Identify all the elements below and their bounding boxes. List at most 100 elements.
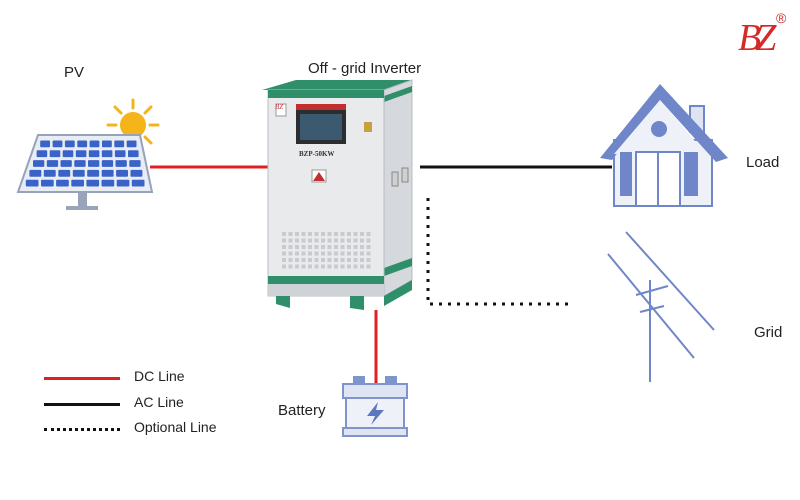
pv-cell [40, 140, 50, 148]
vent-slot [327, 245, 332, 249]
pv-cell [131, 179, 145, 187]
battery-icon [342, 376, 408, 437]
vent-slot [327, 258, 332, 262]
pv-cell [126, 140, 137, 148]
pv-cell [36, 150, 48, 158]
pv-cell [102, 140, 112, 148]
vent-slot [295, 232, 299, 236]
vent-slot [282, 238, 286, 243]
vent-slot [360, 258, 364, 262]
vent-slot [366, 251, 371, 256]
legend-item-optional: Optional Line [44, 419, 264, 439]
pv-cell [88, 150, 100, 158]
pv-cell [101, 160, 114, 167]
ac-line-swatch [44, 403, 120, 406]
vent-slot [360, 264, 364, 269]
registered-mark: ® [776, 10, 787, 26]
vent-slot [288, 232, 293, 236]
pv-cell [43, 169, 56, 177]
pv-cell [101, 150, 113, 158]
vent-slot [308, 232, 312, 236]
pv-cell [77, 140, 88, 148]
battery-label: Battery [278, 402, 326, 419]
vent-slot [295, 245, 299, 249]
vent-slot [314, 245, 319, 249]
pv-cell [49, 150, 61, 158]
brand-logo: BZ ® [732, 10, 792, 72]
pv-cell [129, 160, 141, 167]
vent-slot [353, 232, 358, 236]
vent-slot [314, 258, 319, 262]
vent-slot [282, 264, 286, 269]
pv-cell [52, 140, 63, 148]
vent-slot [366, 258, 371, 262]
warning-icon [313, 172, 325, 181]
vent-slot [340, 264, 345, 269]
sun-icon [106, 98, 160, 152]
vent-slot [308, 251, 312, 256]
pv-cell [46, 160, 59, 167]
vent-slot [301, 245, 306, 249]
optional-line-swatch [44, 428, 120, 431]
vent-slot [360, 245, 364, 249]
vent-slot [295, 238, 299, 243]
vent-slot [288, 251, 293, 256]
vent-slot [314, 251, 319, 256]
vent-slot [334, 245, 338, 249]
vent-slot [308, 258, 312, 262]
vent-slot [334, 232, 338, 236]
vent-slot [353, 264, 358, 269]
pv-cell [115, 160, 127, 167]
inverter-logo: BZ [275, 103, 284, 111]
vent-slot [334, 238, 338, 243]
pv-cell [89, 140, 100, 148]
vent-slot [360, 232, 364, 236]
vent-slot [327, 251, 332, 256]
pv-cell [116, 169, 128, 177]
vent-slot [353, 251, 358, 256]
vent-slot [301, 251, 306, 256]
vent-slot [301, 232, 306, 236]
pv-cell [86, 179, 100, 187]
grid-optional-line [426, 198, 572, 306]
pv-label: PV [64, 64, 85, 81]
vent-slot [360, 238, 364, 243]
vent-slot [366, 232, 371, 236]
legend-label-dc: DC Line [134, 368, 185, 384]
pv-cell [25, 179, 39, 187]
vent-slot [321, 238, 325, 243]
lightning-icon [367, 402, 384, 425]
utility-pole-icon [607, 231, 715, 382]
vent-slot [288, 258, 293, 262]
legend-label-ac: AC Line [134, 394, 184, 410]
vent-slot [366, 238, 371, 243]
pv-cell [101, 179, 115, 187]
vent-slot [327, 264, 332, 269]
vent-slot [295, 264, 299, 269]
vent-slot [308, 245, 312, 249]
vent-slot [340, 245, 345, 249]
dc-line-swatch [44, 377, 120, 380]
pv-cell [29, 169, 42, 177]
pv-cell [64, 140, 75, 148]
vent-slot [321, 232, 325, 236]
vent-slot [288, 238, 293, 243]
vent-slot [340, 251, 345, 256]
vent-slot [334, 264, 338, 269]
pv-cell [60, 160, 72, 167]
vent-slot [327, 232, 332, 236]
pv-cell [116, 179, 130, 187]
grid-label: Grid [754, 324, 783, 341]
vent-slot [360, 251, 364, 256]
vent-slot [308, 238, 312, 243]
vent-slot [295, 258, 299, 262]
vent-slot [347, 264, 351, 269]
vent-slot [314, 264, 319, 269]
vent-slot [288, 245, 293, 249]
vent-slot [314, 238, 319, 243]
load-label: Load [746, 154, 780, 171]
vent-slot [366, 264, 371, 269]
vent-slot [353, 258, 358, 262]
pv-cell [101, 169, 114, 177]
vent-slot [347, 238, 351, 243]
